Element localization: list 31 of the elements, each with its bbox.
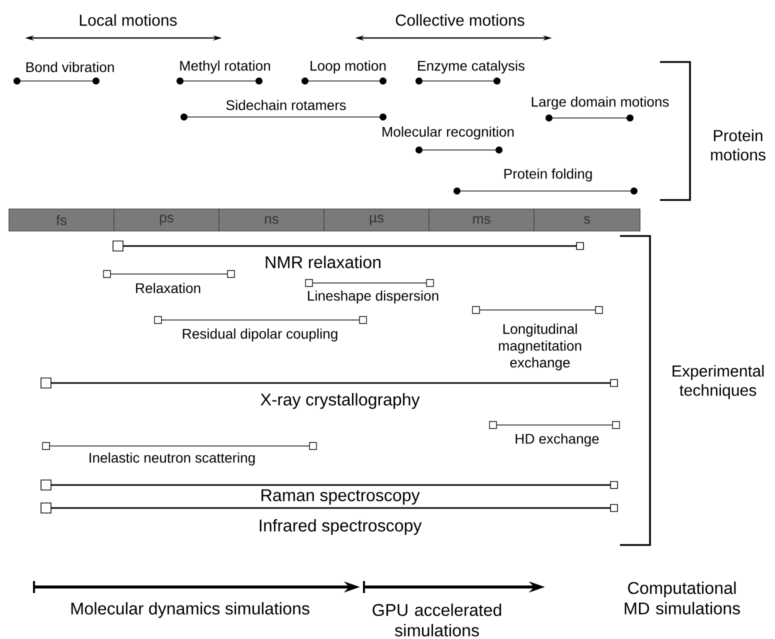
text-label: Loop motion [310,60,386,74]
text-label: Collective motions [396,14,524,26]
text-label: GPU accelerated simulations [372,604,502,636]
text-label: Longitudinal magnetitation exchange [498,324,582,370]
text-label: Local motions [80,14,177,26]
text-label: Residual dipolar coupling [182,328,338,342]
text-label: Experimental techniques [672,364,764,400]
text-label: Relaxation [136,282,200,294]
timescale-cell: s [534,208,640,232]
text-label: Bond vibration [26,62,114,72]
text-label: Protein motions [711,130,766,160]
text-label: Infrared spectroscopy [260,519,422,535]
text-label: Enzyme catalysis [418,60,525,74]
text-label: Lineshape dispersion [308,290,438,304]
text-label: X-ray crystallography [260,393,420,409]
timescale-cell: µs [324,208,430,232]
text-label: Computational MD simulations [624,582,740,614]
text-label: Sidechain rotamers [226,100,346,110]
text-label: Molecular dynamics simulations [71,602,310,618]
text-label: Molecular recognition [382,126,514,140]
text-label: Methyl rotation [180,60,270,74]
text-label: Raman spectroscopy [262,489,420,505]
timescale-cell: fs [8,208,114,232]
text-label: Inelastic neutron scattering [90,452,255,466]
text-label: Protein folding [504,168,592,182]
text-label: NMR relaxation [266,256,380,268]
timescale-cell: ms [428,208,534,232]
timescale-cell: ps [114,208,220,232]
text-label: Large domain motions [532,96,669,110]
timescale-cell: ns [218,208,324,232]
text-label: HD exchange [516,433,599,447]
